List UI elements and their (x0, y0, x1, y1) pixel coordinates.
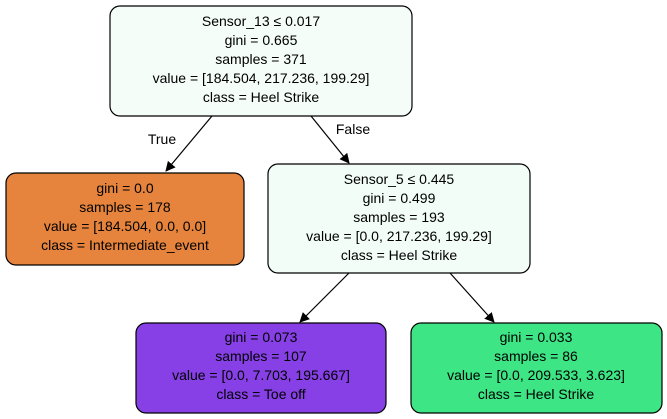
class-label: class = Heel Strike (341, 247, 458, 263)
samples-count: samples = 107 (215, 348, 307, 364)
class-label: class = Heel Strike (203, 89, 320, 105)
gini-value: gini = 0.033 (500, 329, 573, 345)
value-array: value = [184.504, 217.236, 199.29] (153, 70, 370, 86)
edge-right-to-right-left (299, 272, 350, 323)
split-condition: Sensor_5 ≤ 0.445 (344, 171, 455, 187)
class-label: class = Toe off (216, 386, 305, 402)
value-array: value = [0.0, 7.703, 195.667] (172, 367, 350, 383)
edge-label-false: False (336, 121, 370, 137)
tree-node-root: Sensor_13 ≤ 0.017 gini = 0.665 samples =… (109, 5, 413, 117)
tree-node-right: Sensor_5 ≤ 0.445 gini = 0.499 samples = … (267, 163, 531, 274)
gini-value: gini = 0.499 (363, 190, 436, 206)
class-label: class = Heel Strike (478, 386, 595, 402)
value-array: value = [0.0, 209.533, 3.623] (447, 367, 625, 383)
value-array: value = [184.504, 0.0, 0.0] (44, 218, 206, 234)
split-condition: Sensor_13 ≤ 0.017 (202, 13, 320, 29)
gini-value: gini = 0.073 (225, 329, 298, 345)
value-array: value = [0.0, 217.236, 199.29] (306, 228, 492, 244)
samples-count: samples = 86 (494, 348, 578, 364)
tree-node-right-right: gini = 0.033 samples = 86 value = [0.0, … (410, 322, 663, 414)
samples-count: samples = 371 (215, 51, 307, 67)
edge-right-to-right-right (449, 272, 495, 323)
edge-label-true: True (148, 131, 176, 147)
node-box (267, 163, 531, 274)
gini-value: gini = 0.665 (225, 32, 298, 48)
gini-value: gini = 0.0 (96, 180, 153, 196)
edge-root-to-right (310, 115, 350, 164)
node-box (135, 322, 387, 414)
class-label: class = Intermediate_event (41, 237, 209, 253)
samples-count: samples = 193 (353, 209, 445, 225)
node-box (5, 172, 245, 266)
samples-count: samples = 178 (79, 199, 171, 215)
tree-node-right-left: gini = 0.073 samples = 107 value = [0.0,… (135, 322, 387, 414)
node-box (109, 5, 413, 117)
tree-node-left: gini = 0.0 samples = 178 value = [184.50… (5, 172, 245, 266)
edge-root-to-left (165, 115, 213, 172)
node-box (410, 322, 663, 414)
